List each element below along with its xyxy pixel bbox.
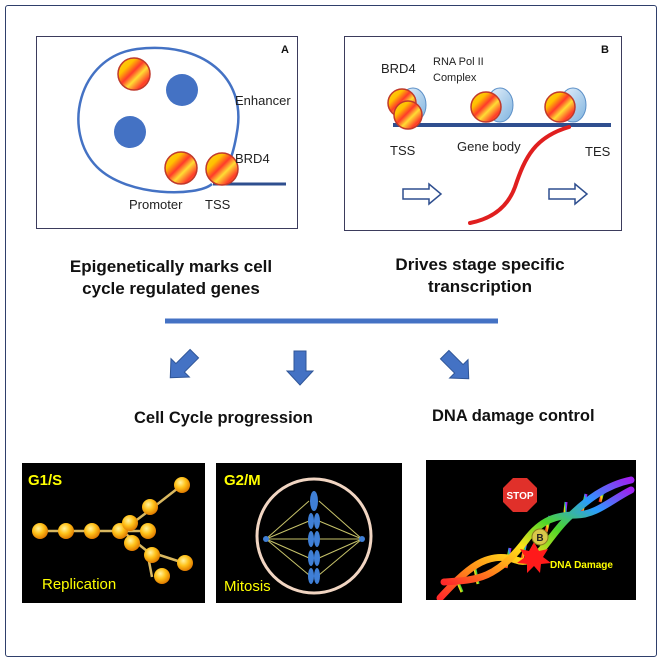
cell-cycle-label: Cell Cycle progression	[134, 409, 313, 427]
chromatin-loop	[77, 46, 240, 194]
g2m-panel: G2/M Mitosis	[216, 463, 402, 603]
replication-label: Replication	[42, 576, 116, 593]
panel-a-diagram: A Enhancer BRD4 Promoter TSS	[77, 44, 291, 212]
tes-label: TES	[585, 144, 611, 159]
brd4-sphere	[393, 100, 423, 130]
arrow-down	[285, 350, 315, 386]
direction-arrow	[402, 182, 443, 206]
panel-b: B BRD4 RNA Pol II Complex TSS Gene body …	[344, 36, 622, 231]
dna-damage-panel: STOP B DNA Damage	[426, 460, 636, 602]
chromosomes	[308, 491, 320, 584]
brd4-label: BRD4	[381, 61, 416, 76]
panel-letter: A	[281, 44, 289, 56]
centrosome	[359, 536, 365, 542]
nucleosome	[166, 74, 198, 106]
brd4-sphere	[117, 57, 151, 91]
dna-strand	[440, 486, 635, 586]
arrow-down-right	[439, 349, 470, 380]
rna-pol-label: RNA Pol II	[433, 56, 484, 68]
centrosome	[263, 536, 269, 542]
g2m-title: G2/M	[224, 472, 261, 489]
spindle-fibers	[265, 500, 363, 576]
panel-letter: B	[601, 44, 609, 56]
tss-label: TSS	[390, 143, 416, 158]
g1s-panel: G1/S Replication	[22, 463, 205, 603]
replication-beads	[32, 477, 193, 584]
dna-damage-label: DNA damage control	[432, 407, 595, 425]
mitosis-diagram: G2/M Mitosis	[224, 472, 373, 595]
promoter-label: Promoter	[129, 197, 183, 212]
dna-damage-text: DNA Damage	[550, 560, 613, 571]
connector-arrows	[165, 318, 498, 386]
caption-left: Epigenetically marks cell cycle regulate…	[69, 257, 273, 298]
dna-helix-diagram: STOP B DNA Damage	[436, 476, 635, 602]
rna-pol-label: Complex	[433, 72, 477, 84]
brd4-sphere	[205, 152, 239, 186]
figure-frame	[5, 5, 657, 657]
mrna-transcript	[468, 125, 571, 225]
brd4-sphere	[164, 151, 198, 185]
brd4-sphere	[544, 91, 576, 123]
panel-a: A Enhancer BRD4 Promoter TSS	[36, 36, 298, 229]
brd4-label: BRD4	[235, 151, 270, 166]
brd4-sphere	[470, 91, 502, 123]
badge-label: B	[536, 533, 543, 544]
panel-b-diagram: B BRD4 RNA Pol II Complex TSS Gene body …	[381, 44, 611, 225]
caption-right: Drives stage specific transcription	[395, 255, 565, 296]
stop-sign	[503, 478, 537, 512]
tss-label: TSS	[205, 197, 231, 212]
replication-diagram: G1/S Replication	[28, 472, 193, 593]
stop-label: STOP	[506, 491, 533, 502]
damage-burst-icon	[517, 542, 551, 573]
nucleosome	[114, 116, 146, 148]
g1s-title: G1/S	[28, 472, 62, 489]
cell-membrane	[255, 477, 373, 595]
arrow-down-left	[169, 348, 200, 379]
enhancer-label: Enhancer	[235, 93, 291, 108]
direction-arrow	[548, 182, 589, 206]
gene-body-label: Gene body	[457, 139, 521, 154]
brd4-badge	[531, 528, 549, 546]
mitosis-label: Mitosis	[224, 578, 271, 595]
